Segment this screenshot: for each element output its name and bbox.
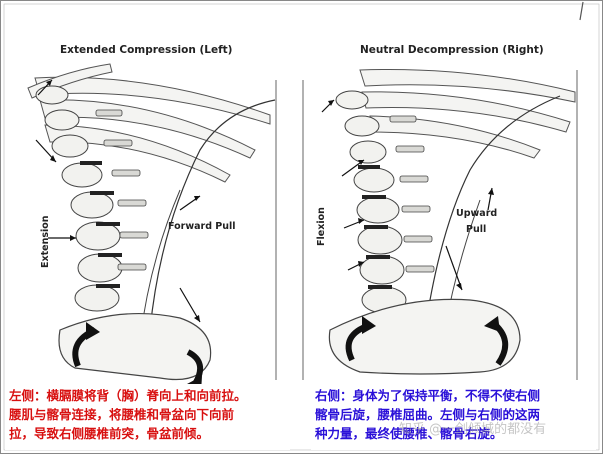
extension-label: Extension xyxy=(40,215,51,268)
left-caption-line: 左侧：横膈膜将背（胸）脊向上和向前拉。 xyxy=(9,388,247,403)
left-panel-title: Extended Compression (Left) xyxy=(60,44,233,56)
right-panel-title: Neutral Decompression (Right) xyxy=(360,44,544,56)
right-caption: 右侧：身体为了保持平衡，不得不使右侧 髂骨后旋，腰椎屈曲。左侧与右侧的这两 种力… xyxy=(311,384,596,450)
left-caption: 左侧：横膈膜将背（胸）脊向上和向前拉。 腰肌与髂骨连接，将腰椎和骨盆向下向前 拉… xyxy=(5,384,290,450)
right-caption-line: 髂骨后旋，腰椎屈曲。左侧与右侧的这两 xyxy=(315,407,541,422)
left-panel-drawing xyxy=(27,63,277,392)
left-caption-line: 腰肌与髂骨连接，将腰椎和骨盆向下向前 xyxy=(9,407,235,422)
upward-pull-label-line2: Pull xyxy=(466,224,487,235)
right-caption-line: 右侧：身体为了保持平衡，不得不使右侧 xyxy=(315,388,541,403)
flexion-label: Flexion xyxy=(316,207,327,246)
right-caption-line: 种力量，最终使腰椎、髂骨右旋。 xyxy=(315,426,503,441)
upward-pull-label-line1: Upward xyxy=(456,208,498,219)
forward-pull-label: Forward Pull xyxy=(168,221,236,232)
left-caption-line: 拉，导致右侧腰椎前突，骨盆前倾。 xyxy=(9,426,210,441)
watermark: 知乎 @一剑倾城的都没有 xyxy=(399,422,547,437)
right-panel-drawing xyxy=(302,68,578,380)
